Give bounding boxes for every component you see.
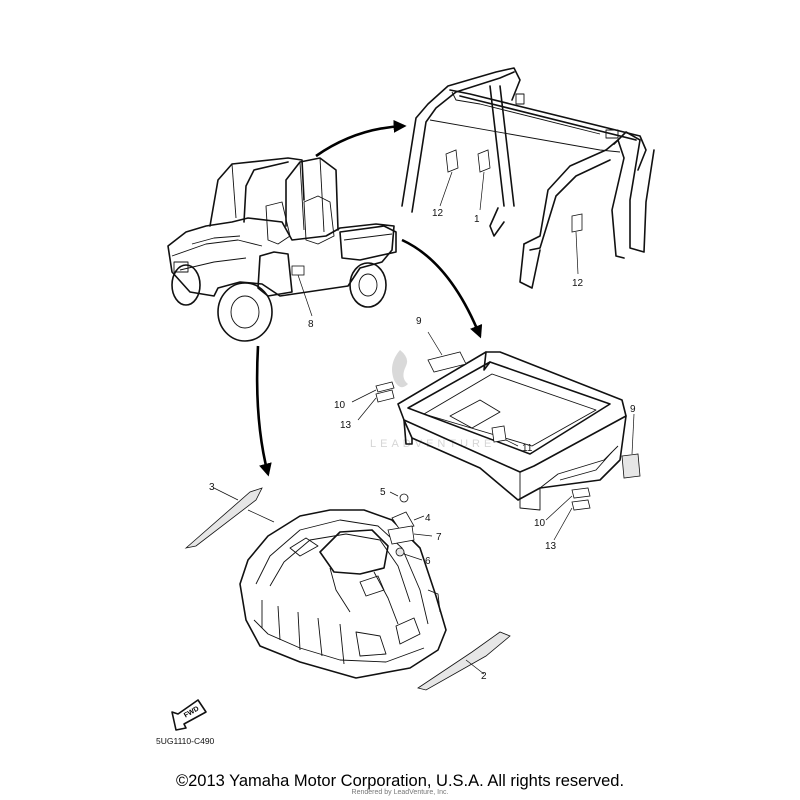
- fwd-indicator: FWD: [171, 699, 207, 731]
- callout-4: 4: [425, 513, 431, 524]
- rendered-by-note: Rendered by LeadVenture, Inc.: [351, 789, 449, 796]
- figure-code: 5UG1110-C490: [156, 736, 215, 746]
- callout-11: 11: [522, 443, 533, 454]
- callout-12a: 12: [432, 208, 444, 219]
- cargo-bed: [351, 331, 641, 541]
- vehicle-overview: [167, 157, 397, 342]
- callout-5: 5: [380, 487, 386, 498]
- callout-numbers: 12 1 12 8 9 10 13 9 11 10 13 3 5 4 7 6 2: [209, 208, 636, 682]
- callout-9a: 9: [416, 316, 422, 327]
- direction-arrows: [255, 119, 483, 477]
- watermark-text: LEADVENTURE: [370, 438, 495, 450]
- callout-12b: 12: [572, 278, 584, 289]
- callout-1: 1: [474, 214, 480, 225]
- callout-13b: 13: [545, 541, 557, 552]
- callout-9b: 9: [630, 404, 636, 415]
- callout-3: 3: [209, 482, 215, 493]
- rops-frame: [401, 67, 655, 289]
- callout-7: 7: [436, 532, 442, 543]
- front-hood: [184, 487, 511, 691]
- callout-2: 2: [481, 671, 487, 682]
- callout-13a: 13: [340, 420, 352, 431]
- callout-6: 6: [425, 556, 431, 567]
- copyright-notice: ©2013 Yamaha Motor Corporation, U.S.A. A…: [175, 772, 625, 790]
- leadventure-watermark: LEADVENTURE: [370, 350, 495, 450]
- callout-10b: 10: [534, 518, 546, 529]
- callout-8: 8: [308, 319, 314, 330]
- callout-10a: 10: [334, 400, 346, 411]
